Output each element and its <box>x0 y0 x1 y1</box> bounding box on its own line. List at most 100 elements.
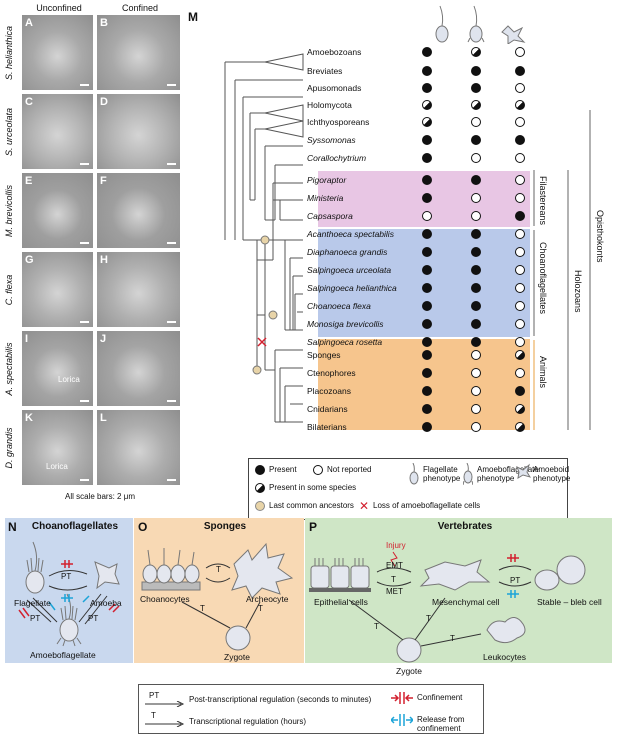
bottom-legend: PT Post-transcriptional regulation (seco… <box>138 684 484 734</box>
taxon-label: Ctenophores <box>307 368 356 378</box>
o-archeocyte-label: Archeocyte <box>246 594 289 604</box>
presence-dot <box>471 229 481 239</box>
species-label: A. spectabilis <box>4 341 14 396</box>
presence-dot <box>471 404 481 414</box>
presence-dot <box>515 135 525 145</box>
panel-o-title: Sponges <box>203 521 247 532</box>
presence-dot <box>471 83 481 93</box>
species-label: D. grandis <box>4 426 14 469</box>
legend-not-reported: Not reported <box>327 465 372 474</box>
micro-panel-letter: C <box>25 96 33 108</box>
legend-pt-arrow-icon <box>145 701 185 707</box>
taxon-label: Acanthoeca spectabilis <box>307 229 394 239</box>
panel-o-diagram <box>141 542 294 651</box>
group-brackets <box>533 110 591 430</box>
n-amoeba-label: Amoeba <box>90 598 122 608</box>
header-confined: Confined <box>121 3 159 13</box>
release-icon <box>391 714 413 726</box>
panel-n-diagram <box>18 541 120 647</box>
taxon-label: Syssomonas <box>307 135 356 145</box>
header-unconfined: Unconfined <box>36 3 82 13</box>
micrograph-confined: B <box>96 14 181 91</box>
legend-release: Release from confinement <box>417 715 465 733</box>
panel-n-title: Choanoflagellates <box>31 521 119 532</box>
amoeboid-icon <box>515 463 532 481</box>
o-t-label-top: T <box>216 565 221 574</box>
p-emt-label: EMT <box>386 561 403 570</box>
o-choanocytes-label: Choanocytes <box>140 594 190 604</box>
scale-bar <box>167 84 176 86</box>
scale-bar <box>167 479 176 481</box>
species-label: S. urceolata <box>4 107 14 156</box>
legend-amoeboid: Amoeboid phenotype <box>533 465 571 483</box>
presence-dot <box>422 211 432 221</box>
taxon-label: Capsaspora <box>307 211 353 221</box>
presence-dot <box>471 319 481 329</box>
lorica-label: Lorica <box>46 462 68 471</box>
p-zygote-label: Zygote <box>396 666 422 676</box>
presence-dot <box>422 337 432 347</box>
taxon-label: Choanoeca flexa <box>307 301 371 311</box>
legend-lca-dot <box>255 501 265 511</box>
taxon-label: Diaphanoeca grandis <box>307 247 388 257</box>
n-pt-label-left: PT <box>30 614 41 623</box>
legend-pt-abbr: PT <box>149 691 160 700</box>
presence-dot <box>422 47 432 57</box>
presence-dot <box>515 175 525 185</box>
presence-dot <box>515 117 525 127</box>
presence-dot <box>515 422 525 432</box>
taxon-label: Sponges <box>307 350 341 360</box>
micro-panel-letter: J <box>100 333 107 345</box>
legend-t-text: Transcriptional regulation (hours) <box>189 717 307 726</box>
o-t-label-left: T <box>200 604 205 613</box>
presence-dot <box>422 350 432 360</box>
taxon-label: Corallochytrium <box>307 153 367 163</box>
scale-bar <box>167 242 176 244</box>
presence-dot <box>471 100 481 110</box>
presence-dot <box>515 350 525 360</box>
presence-dot <box>471 175 481 185</box>
legend-amoeboflagellate: Amoeboflagellate phenotype <box>477 465 539 483</box>
taxon-label: Breviates <box>307 66 343 76</box>
taxon-label: Ichthyosporeans <box>307 117 370 127</box>
loss-x-icon: ✕ <box>359 499 370 513</box>
legend-present: Present <box>269 465 297 474</box>
micro-panel-letter: E <box>25 175 33 187</box>
legend-confinement: Confinement <box>417 693 463 702</box>
micrograph-confined: H <box>96 251 181 328</box>
scale-bar <box>80 163 89 165</box>
micro-panel-letter: F <box>100 175 107 187</box>
micrograph-confined: F <box>96 172 181 249</box>
presence-dot <box>422 247 432 257</box>
presence-dot <box>515 229 525 239</box>
micro-panel-letter: H <box>100 254 108 266</box>
presence-dot <box>471 211 481 221</box>
taxon-label: Holomycota <box>307 100 352 110</box>
presence-dot <box>422 404 432 414</box>
presence-dot <box>515 368 525 378</box>
micro-panel-letter: G <box>25 254 34 266</box>
presence-dot <box>471 283 481 293</box>
presence-dot <box>515 211 525 221</box>
micrograph-unconfined: G <box>21 251 94 328</box>
presence-dot <box>515 83 525 93</box>
phylogenetic-tree <box>224 53 304 423</box>
presence-dot <box>471 247 481 257</box>
presence-dot <box>515 153 525 163</box>
presence-dot <box>515 319 525 329</box>
scale-bar <box>80 84 89 86</box>
presence-dot <box>515 283 525 293</box>
micro-panel-letter: B <box>100 17 108 29</box>
panel-m-legend: Present Not reported Present in some spe… <box>248 458 571 520</box>
presence-dot <box>422 175 432 185</box>
micrograph-confined: D <box>96 93 181 170</box>
micro-panel-letter: A <box>25 17 33 29</box>
lorica-label: Lorica <box>58 375 80 384</box>
presence-dot <box>422 117 432 127</box>
taxon-label: Salpingoeca helianthica <box>307 283 397 293</box>
presence-dot <box>471 265 481 275</box>
p-t-label-left: T <box>374 622 379 631</box>
presence-dot <box>471 47 481 57</box>
scale-bar <box>167 400 176 402</box>
